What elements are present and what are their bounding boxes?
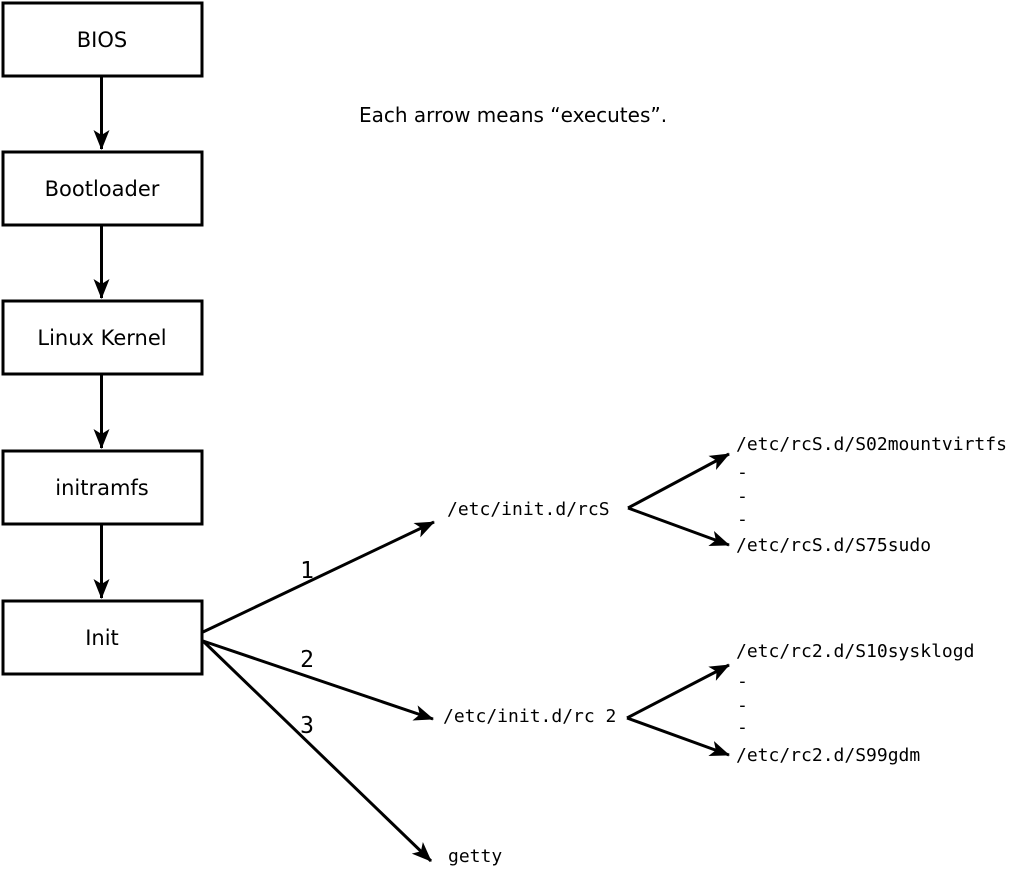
- branch-target-rcs: /etc/init.d/rcS: [447, 499, 610, 520]
- box-initramfs: [1, 449, 204, 526]
- rc2-child-script: /etc/rc2.d/S99gdm: [736, 745, 920, 766]
- box-bootloader-label: Bootloader: [45, 177, 160, 201]
- box-bios: [1, 1, 204, 78]
- rcs-child-script: /etc/rcS.d/S75sudo: [736, 535, 931, 556]
- branch-target-getty: getty: [448, 846, 502, 867]
- arrow-rc2-to-last-script: [626, 716, 730, 757]
- arrow-init-to-getty: [201, 639, 433, 863]
- arrow-rcs-to-first-script: [627, 452, 730, 510]
- branch-target-rc2: /etc/init.d/rc 2: [443, 706, 616, 727]
- rc2-child-ellipsis: -: [737, 717, 748, 738]
- chain-boxes: BIOS Bootloader Linux Kernel initramfs I…: [1, 1, 204, 676]
- arrow-rc2-to-first-script: [626, 663, 730, 720]
- branch-order-2: 2: [300, 647, 314, 673]
- rc2-child-ellipsis: -: [737, 695, 748, 716]
- box-linux-kernel: [1, 299, 204, 376]
- rc2-child-script: /etc/rc2.d/S10sysklogd: [736, 641, 974, 662]
- box-bios-label: BIOS: [77, 28, 127, 52]
- rc2-fanout: /etc/rc2.d/S10sysklogd - - - /etc/rc2.d/…: [626, 641, 974, 766]
- rcs-fanout: /etc/rcS.d/S02mountvirtfs - - - /etc/rcS…: [627, 434, 1007, 556]
- init-branches: 1 /etc/init.d/rcS 2 /etc/init.d/rc 2 3 g…: [201, 499, 616, 867]
- rcs-child-ellipsis: -: [737, 509, 748, 530]
- rc2-child-ellipsis: -: [737, 671, 748, 692]
- branch-order-1: 1: [300, 558, 314, 584]
- arrow-rcs-to-last-script: [627, 506, 730, 547]
- box-linux-kernel-label: Linux Kernel: [37, 326, 166, 350]
- arrow-init-to-rcs: [202, 520, 435, 634]
- note-executes: Each arrow means “executes”.: [359, 103, 667, 127]
- box-init-label: Init: [85, 626, 119, 650]
- arrow-init-to-rc2: [202, 639, 434, 721]
- rcs-child-ellipsis: -: [737, 486, 748, 507]
- branch-order-3: 3: [300, 713, 314, 739]
- rcs-child-ellipsis: -: [737, 462, 748, 483]
- box-bootloader: [1, 150, 204, 227]
- box-initramfs-label: initramfs: [55, 476, 149, 500]
- box-init: [1, 599, 204, 676]
- rcs-child-script: /etc/rcS.d/S02mountvirtfs: [736, 434, 1007, 455]
